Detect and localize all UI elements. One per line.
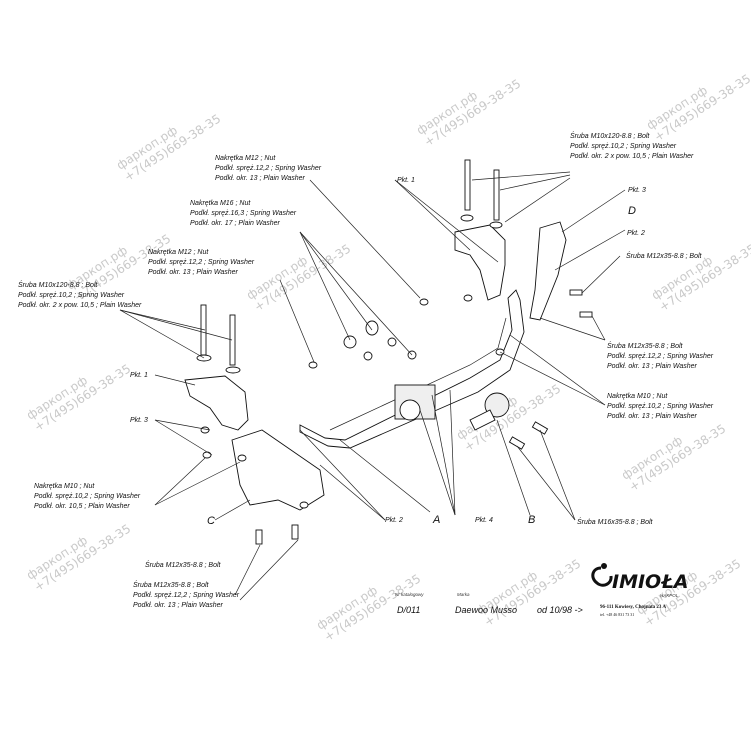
callout-line: Podkł. spręż.10,2 ; Spring Washer	[570, 143, 677, 150]
logo-name: IMIOŁA	[612, 571, 688, 593]
callout-line: Podkł. spręż.10,2 ; Spring Washer	[18, 292, 125, 299]
point-label-pkt1-top: Pkt. 1	[397, 177, 415, 184]
callout-bolt-m10x120-left: Śruba M10x120-8.8 ; Bolt Podkł. spręż.10…	[18, 280, 142, 309]
callout-bolt-m12x35-bottom: Śruba M12x35-8.8 ; Bolt Podkł. spręż.12,…	[133, 580, 240, 609]
point-label-pkt2-right: Pkt. 2	[627, 230, 645, 237]
callout-bolt-m16x35: Śruba M16x35-8.8 ; Bolt	[577, 517, 654, 526]
callout-nut-m10-right: Nakrętka M10 ; Nut Podkł. spręż.10,2 ; S…	[607, 393, 714, 420]
production-from: od 10/98 ->	[537, 605, 583, 615]
point-label-pkt3-left: Pkt. 3	[130, 417, 148, 424]
bolt-m16x35	[508, 436, 526, 450]
callout-line: Nakrętka M10 ; Nut	[607, 393, 668, 400]
point-label-pkt1-left: Pkt. 1	[130, 372, 148, 379]
callout-line: Śruba M10x120-8.8 ; Bolt	[570, 131, 650, 140]
callout-line: Podkł. okr. 13 ; Plain Washer	[607, 363, 698, 370]
washer	[460, 214, 474, 222]
washer	[387, 337, 397, 347]
callout-line: Nakrętka M12 ; Nut	[215, 155, 276, 162]
callout-line: Podkł. okr. 10,5 ; Plain Washer	[34, 503, 130, 510]
nut-m10	[200, 426, 210, 434]
part-letter-d: D	[628, 205, 636, 217]
callout-bolt-m12x35-right-single: Śruba M12x35-8.8 ; Bolt	[626, 251, 703, 260]
nut-m16	[365, 320, 379, 336]
bolt-m10x120-right-2	[493, 169, 500, 221]
parts-drawing	[184, 159, 593, 545]
washer	[489, 221, 503, 229]
imiola-logo: IMIOŁA HAKPOL 96-111 Kowiesy, Chojnata 2…	[591, 563, 688, 617]
bolt-m16x35	[531, 421, 549, 435]
callout-line: Śruba M12x35-8.8 ; Bolt	[133, 580, 210, 589]
callout-line: Podkł. okr. 13 ; Plain Washer	[148, 269, 239, 276]
catalog-caption: Nr katalogowy	[395, 592, 424, 597]
part-letter-a: A	[432, 514, 440, 526]
callout-line: Podkł. spręż.12,2 ; Spring Washer	[148, 259, 255, 266]
part-letter-b: B	[528, 514, 535, 526]
callout-line: Śruba M12x35-8.8 ; Bolt	[607, 341, 684, 350]
left-plate-c	[231, 429, 325, 511]
point-label-pkt4: Pkt. 4	[475, 517, 493, 524]
callout-line: Podkł. okr. 17 ; Plain Washer	[190, 220, 281, 227]
callout-nut-m12-top: Nakrętka M12 ; Nut Podkł. spręż.12,2 ; S…	[215, 155, 322, 182]
callout-bolt-m12x35-bottom-single: Śruba M12x35-8.8 ; Bolt	[145, 560, 222, 569]
bolt-m10x120-right-1	[464, 159, 471, 211]
nut-m16	[343, 335, 357, 349]
nut-m10	[202, 451, 212, 459]
catalog-number: D/011	[397, 605, 420, 615]
callout-line: Podkł. spręż.10,2 ; Spring Washer	[607, 403, 714, 410]
vehicle-model: Daewoo Musso	[455, 605, 517, 615]
callout-line: Podkł. okr. 13 ; Plain Washer	[607, 413, 698, 420]
nut-m12	[419, 298, 429, 306]
brand-caption: Marka	[457, 592, 470, 597]
logo-sub: HAKPOL	[660, 593, 679, 598]
tow-ball-neck	[469, 409, 496, 431]
callout-line: Podkł. spręż.10,2 ; Spring Washer	[34, 493, 141, 500]
socket-plate	[399, 399, 421, 421]
callout-line: Podkł. spręż.12,2 ; Spring Washer	[215, 165, 322, 172]
hook-logo-icon	[591, 566, 613, 587]
callout-line: Podkł. spręż.16,3 ; Spring Washer	[190, 210, 297, 217]
bolt-m12x35	[579, 311, 593, 318]
nut-m10	[237, 454, 247, 462]
callout-nut-m16: Nakrętka M16 ; Nut Podkł. spręż.16,3 ; S…	[190, 200, 297, 227]
nut-m12	[308, 361, 318, 369]
logo-tel: tel. +48 46 831 73 31	[600, 612, 634, 617]
bolt-m10x120-left-2	[229, 314, 236, 366]
callout-line: Podkł. okr. 2 x pow. 10,5 ; Plain Washer	[18, 302, 142, 309]
bolt-m12x35	[569, 289, 583, 296]
bolt-m12x35-bottom	[255, 529, 263, 545]
washer	[225, 366, 241, 374]
left-bracket	[184, 375, 249, 431]
title-block: Nr katalogowy D/011 Marka Daewoo Musso o…	[395, 592, 583, 615]
callout-line: Podkł. okr. 2 x pow. 10,5 ; Plain Washer	[570, 153, 694, 160]
washer	[363, 351, 373, 361]
nut-m12	[463, 294, 473, 302]
washer	[299, 501, 309, 509]
callout-nut-m10-left: Nakrętka M10 ; Nut Podkł. spręż.10,2 ; S…	[34, 483, 141, 510]
part-letter-c: C	[207, 515, 215, 527]
callout-line: Nakrętka M10 ; Nut	[34, 483, 95, 490]
callout-line: Podkł. spręż.12,2 ; Spring Washer	[133, 592, 240, 599]
bolt-m12x35-bottom	[291, 524, 299, 540]
point-label-pkt3-right: Pkt. 3	[628, 187, 646, 194]
callout-line: Podkł. okr. 13 ; Plain Washer	[133, 602, 224, 609]
callout-line: Podkł. okr. 13 ; Plain Washer	[215, 175, 306, 182]
callout-bolt-m10x120-right: Śruba M10x120-8.8 ; Bolt Podkł. spręż.10…	[570, 131, 694, 160]
callout-line: Nakrętka M12 ; Nut	[148, 249, 209, 256]
callout-line: Podkł. spręż.12,2 ; Spring Washer	[607, 353, 714, 360]
point-label-pkt2-bottom: Pkt. 2	[385, 517, 403, 524]
callout-bolt-m12x35-right: Śruba M12x35-8.8 ; Bolt Podkł. spręż.12,…	[607, 341, 714, 370]
right-bracket	[454, 224, 506, 301]
callout-line: Śruba M10x120-8.8 ; Bolt	[18, 280, 98, 289]
right-plate-d	[529, 221, 567, 321]
callout-nut-m12-mid: Nakrętka M12 ; Nut Podkł. spręż.12,2 ; S…	[148, 249, 255, 276]
leader-lines	[119, 171, 626, 601]
hook-ball-icon	[601, 563, 607, 569]
logo-address: 96-111 Kowiesy, Chojnata 23 A	[600, 605, 666, 610]
callout-line: Nakrętka M16 ; Nut	[190, 200, 251, 207]
